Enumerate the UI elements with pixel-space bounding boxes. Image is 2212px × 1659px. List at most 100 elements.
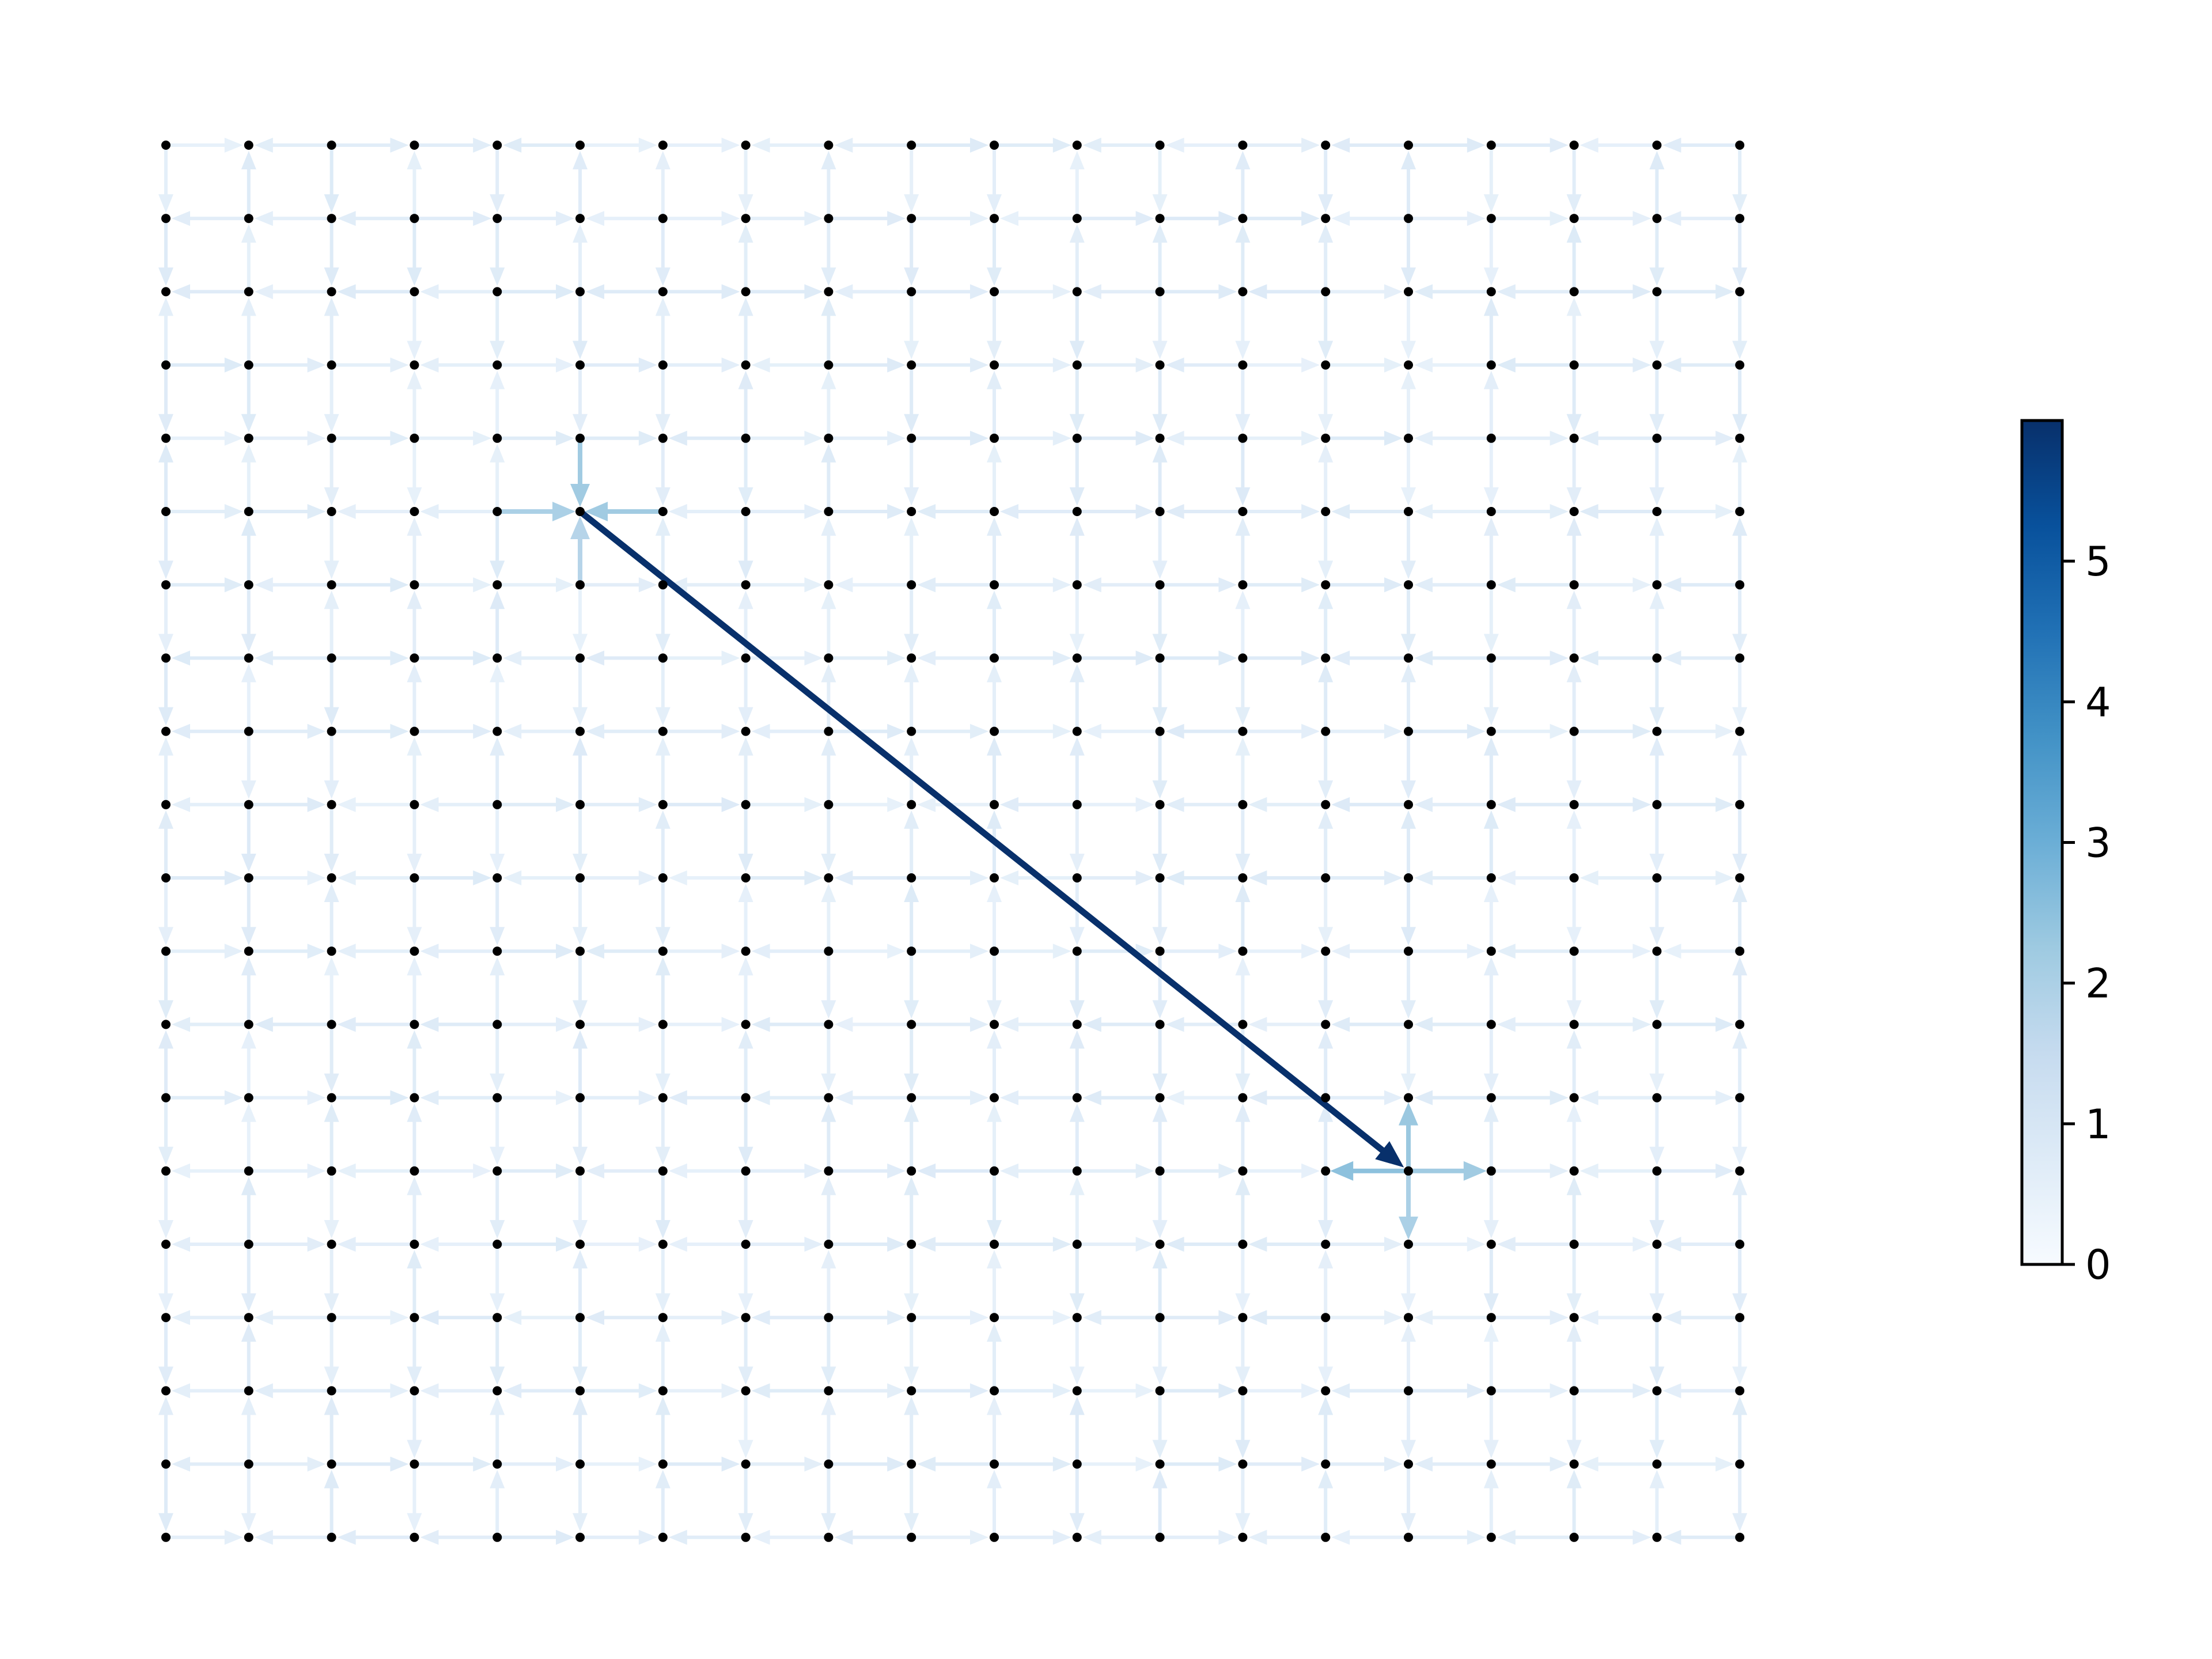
grid-edge: [586, 284, 663, 300]
grid-edge: [1497, 284, 1574, 300]
grid-edge: [994, 138, 1071, 153]
grid-node: [1072, 1459, 1082, 1469]
grid-edge: [407, 804, 422, 872]
grid-edge: [573, 804, 588, 872]
grid-node: [1321, 1020, 1331, 1029]
grid-edge: [158, 145, 173, 213]
grid-node: [1404, 507, 1413, 516]
grid-edge: [1325, 357, 1403, 373]
grid-edge: [503, 724, 580, 739]
grid-edge: [490, 957, 505, 1025]
grid-edge: [828, 944, 906, 959]
grid-edge: [158, 512, 173, 579]
grid-edge: [1152, 145, 1168, 213]
grid-edge: [158, 1030, 173, 1098]
grid-node: [244, 360, 253, 370]
grid-edge: [573, 585, 588, 653]
grid-node: [1486, 1020, 1496, 1029]
grid-node: [658, 946, 668, 956]
grid-node: [1072, 360, 1082, 370]
grid-edge: [414, 650, 492, 666]
grid-edge: [1497, 1529, 1574, 1545]
grid-edge: [1160, 1163, 1237, 1179]
grid-edge: [662, 944, 740, 959]
grid-node: [990, 580, 999, 590]
grid-edge: [1165, 138, 1243, 153]
grid-edge: [738, 1171, 753, 1238]
grid-edge: [1732, 585, 1748, 653]
grid-edge: [414, 1456, 492, 1472]
grid-edge: [662, 1017, 740, 1032]
grid-edge: [420, 357, 498, 373]
grid-edge: [573, 1317, 588, 1385]
grid-edge: [1069, 1030, 1085, 1098]
grid-node: [658, 1240, 668, 1249]
grid-edge: [1491, 211, 1569, 226]
grid-edge: [172, 1163, 249, 1179]
grid-node: [658, 1532, 668, 1542]
grid-edge: [1325, 284, 1403, 300]
grid-edge: [1662, 577, 1740, 593]
grid-edge: [655, 878, 671, 946]
grid-edge: [1566, 664, 1582, 732]
grid-edge: [655, 1323, 671, 1391]
grid-node: [1321, 141, 1331, 150]
grid-edge: [1069, 224, 1085, 292]
grid-node: [244, 433, 253, 443]
grid-edge: [1235, 804, 1251, 872]
grid-node: [161, 1459, 171, 1469]
grid-edge: [904, 438, 919, 506]
grid-edge: [1662, 1237, 1740, 1252]
grid-edge: [745, 650, 823, 666]
grid-edge: [1318, 444, 1334, 512]
grid-edge: [1401, 1024, 1416, 1092]
grid-node: [1072, 287, 1082, 297]
grid-edge: [738, 590, 753, 658]
grid-edge: [172, 211, 249, 226]
grid-node: [575, 1313, 585, 1323]
grid-edge: [1732, 1244, 1748, 1312]
grid-edge: [904, 810, 919, 878]
grid-edge: [1077, 1237, 1154, 1252]
grid-edge: [1662, 1529, 1740, 1545]
grid-node: [244, 1386, 253, 1396]
grid-node: [1652, 1532, 1662, 1542]
grid-edge: [1165, 1237, 1243, 1252]
grid-edge: [821, 1176, 836, 1244]
grid-node: [244, 1166, 253, 1176]
grid-edge: [668, 577, 746, 593]
grid-edge: [1401, 878, 1416, 946]
grid-edge: [324, 884, 339, 952]
grid-edge: [497, 357, 574, 373]
grid-edge: [655, 737, 671, 805]
grid-edge: [1574, 724, 1652, 739]
grid-edge: [1574, 577, 1652, 593]
grid-edge: [994, 284, 1071, 300]
grid-node: [493, 946, 502, 956]
grid-edge: [1566, 365, 1582, 433]
grid-node: [741, 726, 751, 736]
grid-node: [741, 1313, 751, 1323]
grid-edge: [1649, 1024, 1665, 1092]
grid-edge: [1483, 370, 1499, 438]
grid-edge: [1077, 357, 1154, 373]
grid-node: [658, 1093, 668, 1103]
grid-edge: [573, 737, 588, 805]
grid-edge: [503, 870, 580, 885]
grid-edge: [1649, 590, 1665, 658]
grid-edge: [1401, 1391, 1416, 1459]
grid-edge: [751, 138, 829, 153]
grid-node: [575, 287, 585, 297]
grid-node: [1652, 1020, 1662, 1029]
grid-node: [1321, 1313, 1331, 1323]
grid-edge: [1566, 951, 1582, 1019]
grid-edge: [1152, 731, 1168, 799]
grid-edge: [586, 724, 663, 739]
grid-node: [907, 287, 916, 297]
grid-edge: [668, 1529, 746, 1545]
grid-node: [575, 726, 585, 736]
grid-node: [244, 873, 253, 882]
grid-edge: [1662, 944, 1740, 959]
grid-edge: [738, 804, 753, 872]
grid-edge: [1248, 870, 1326, 885]
